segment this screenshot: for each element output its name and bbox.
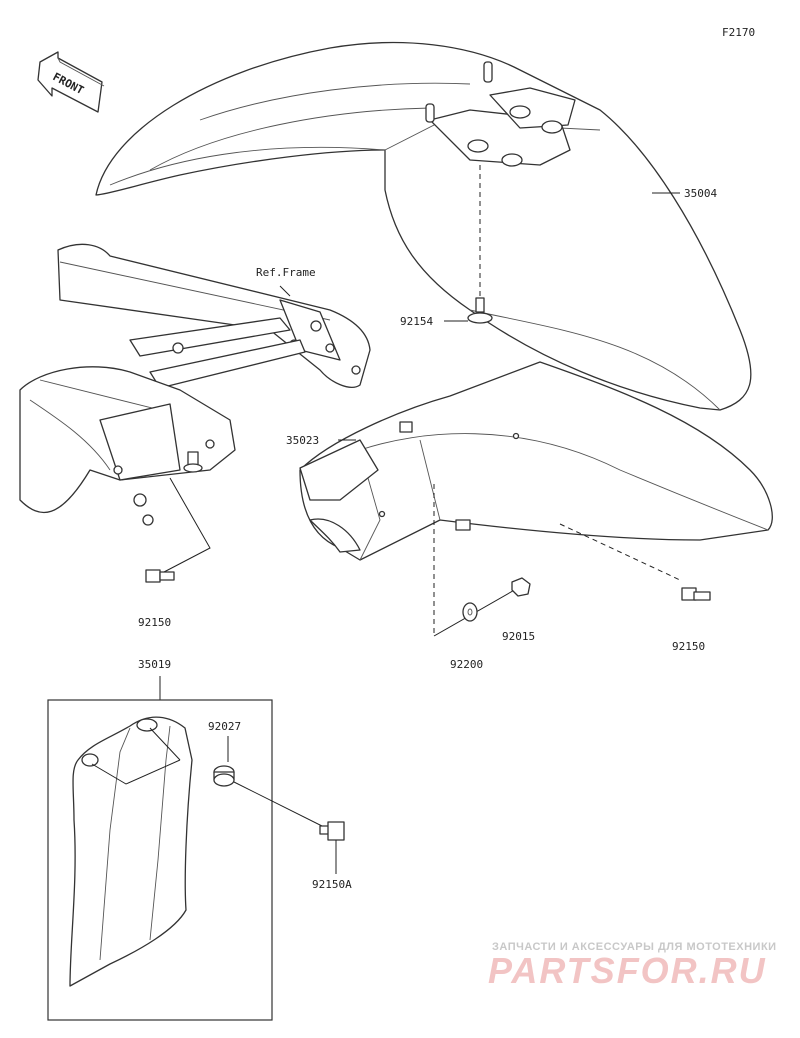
bolt-92150-lower-icon [145,569,175,583]
label-92154: 92154 [400,315,433,328]
nut-92015-icon [511,577,531,597]
front-fender [95,41,752,411]
bolt-92150A-icon [319,821,345,841]
bolt-92150-left-icon [183,451,203,473]
inner-fender [299,361,773,561]
collar-92027-icon [213,765,235,787]
washer-92200-icon [462,602,478,622]
mud-guard-box [47,699,273,1021]
label-92015: 92015 [502,630,535,643]
label-92027: 92027 [208,720,241,733]
label-35019: 35019 [138,658,171,671]
label-92150-right: 92150 [672,640,705,653]
label-92150A: 92150A [312,878,352,891]
watermark-tagline: ЗАПЧАСТИ И АКСЕССУАРЫ ДЛЯ МОТОТЕХНИКИ [492,941,777,953]
frame-reference [19,243,371,526]
bolt-92150-right-icon [681,587,711,601]
label-35004: 35004 [684,187,717,200]
bolt-92154-icon [467,297,493,324]
front-arrow-icon: FRONT [37,51,105,113]
label-92150-left: 92150 [138,616,171,629]
watermark-logo: PARTSFOR.RU [488,950,767,991]
label-92200: 92200 [450,658,483,671]
label-35023: 35023 [286,434,319,447]
ref-frame-label: Ref.Frame [256,266,316,279]
diagram-code: F2170 [722,26,755,39]
mud-guard [69,716,193,987]
